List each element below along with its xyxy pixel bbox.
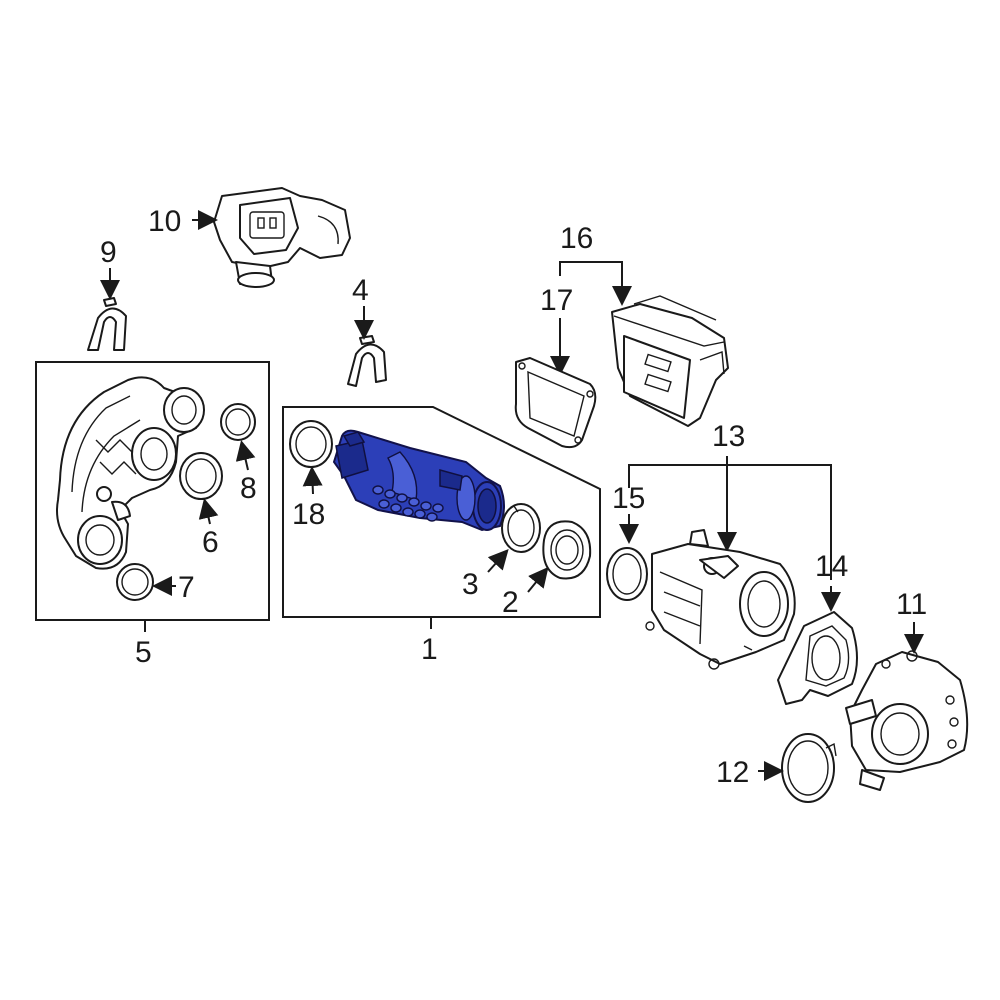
part-13-throttle-body[interactable] [645, 529, 796, 670]
group-box-1 [282, 406, 601, 618]
part-7-oring[interactable] [116, 563, 154, 601]
callout-16[interactable]: 16 [560, 222, 593, 255]
callout-13[interactable]: 13 [712, 420, 745, 453]
callout-9[interactable]: 9 [100, 236, 117, 269]
part-4-clip[interactable] [347, 335, 387, 387]
part-6-oring[interactable] [179, 452, 223, 500]
callout-14[interactable]: 14 [815, 550, 848, 583]
part-3-clamp[interactable] [501, 503, 541, 553]
callout-4[interactable]: 4 [352, 274, 369, 307]
part-10-sensor[interactable] [213, 187, 351, 288]
part-2-coupler[interactable] [542, 520, 592, 580]
callout-10[interactable]: 10 [148, 205, 181, 238]
part-15-oring[interactable] [606, 547, 648, 601]
part-17-gasket[interactable] [514, 357, 597, 449]
callout-6[interactable]: 6 [202, 526, 219, 559]
callout-18[interactable]: 18 [292, 498, 325, 531]
part-8-oring[interactable] [220, 403, 256, 441]
callout-12[interactable]: 12 [716, 756, 749, 789]
callout-17[interactable]: 17 [540, 284, 573, 317]
group-box-5 [35, 361, 270, 621]
callout-5[interactable]: 5 [135, 636, 152, 669]
callout-15[interactable]: 15 [612, 482, 645, 515]
part-9-clip[interactable] [87, 297, 127, 351]
part-1-duct-highlighted[interactable] [332, 429, 505, 532]
callout-1[interactable]: 1 [421, 633, 438, 666]
part-5-housing[interactable] [56, 376, 205, 570]
part-11-throttle-housing[interactable] [845, 650, 969, 791]
callout-2[interactable]: 2 [502, 586, 519, 619]
part-16-module[interactable] [611, 295, 729, 427]
part-12-clamp[interactable] [781, 733, 837, 803]
callout-8[interactable]: 8 [240, 472, 257, 505]
callout-3[interactable]: 3 [462, 568, 479, 601]
part-18-oring[interactable] [289, 420, 333, 468]
callout-11[interactable]: 11 [896, 588, 927, 621]
callout-7[interactable]: 7 [178, 571, 195, 604]
part-14-gasket[interactable] [777, 611, 858, 705]
